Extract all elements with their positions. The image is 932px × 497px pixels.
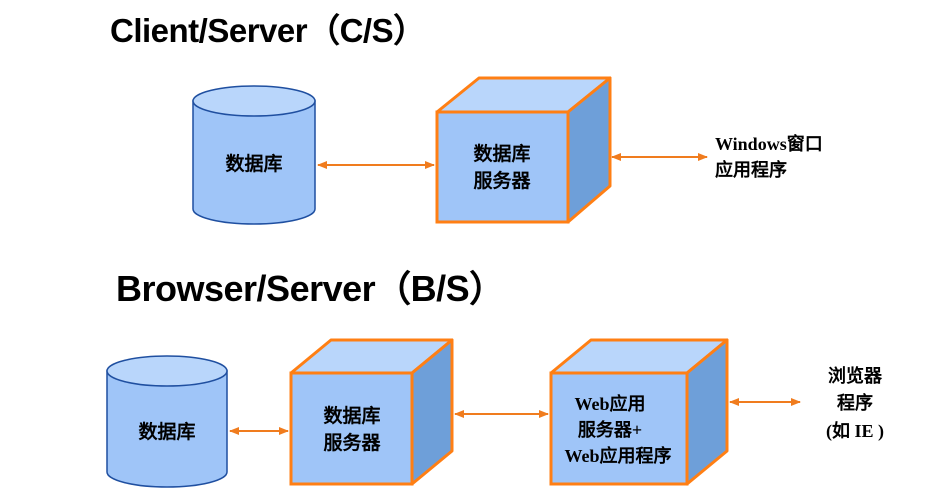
- bs-title: Browser/Server（B/S）: [116, 268, 505, 309]
- bs-browser-label-2: 程序: [837, 392, 873, 413]
- bs-db-server-label-2: 服务器: [323, 431, 381, 454]
- cs-db-server-cube: 数据库 服务器: [435, 76, 612, 224]
- bs-db-server-label-1: 数据库: [323, 404, 380, 427]
- bs-db-server-cube: 数据库 服务器: [289, 338, 454, 486]
- cs-client-label-1: Windows窗口: [715, 133, 823, 154]
- bs-browser-label-1: 浏览器: [828, 365, 883, 386]
- bs-web-server-label-1: Web应用: [574, 393, 645, 414]
- cs-client-label-2: 应用程序: [715, 159, 787, 180]
- bs-web-server-label-2: 服务器+: [578, 419, 642, 440]
- cs-database-label: 数据库: [225, 152, 282, 175]
- cs-database-cylinder: 数据库: [192, 85, 316, 225]
- cs-db-server-label-1: 数据库: [473, 142, 530, 165]
- bs-database-label: 数据库: [138, 420, 195, 443]
- bs-web-server-label-3: Web应用程序: [564, 445, 671, 466]
- bs-database-cylinder: 数据库: [106, 355, 228, 488]
- bs-browser-label-3: (如 IE ): [826, 420, 884, 442]
- cs-title: Client/Server（C/S）: [110, 12, 426, 49]
- bs-web-server-cube: Web应用 服务器+ Web应用程序: [549, 338, 729, 486]
- cs-db-server-label-2: 服务器: [473, 169, 531, 192]
